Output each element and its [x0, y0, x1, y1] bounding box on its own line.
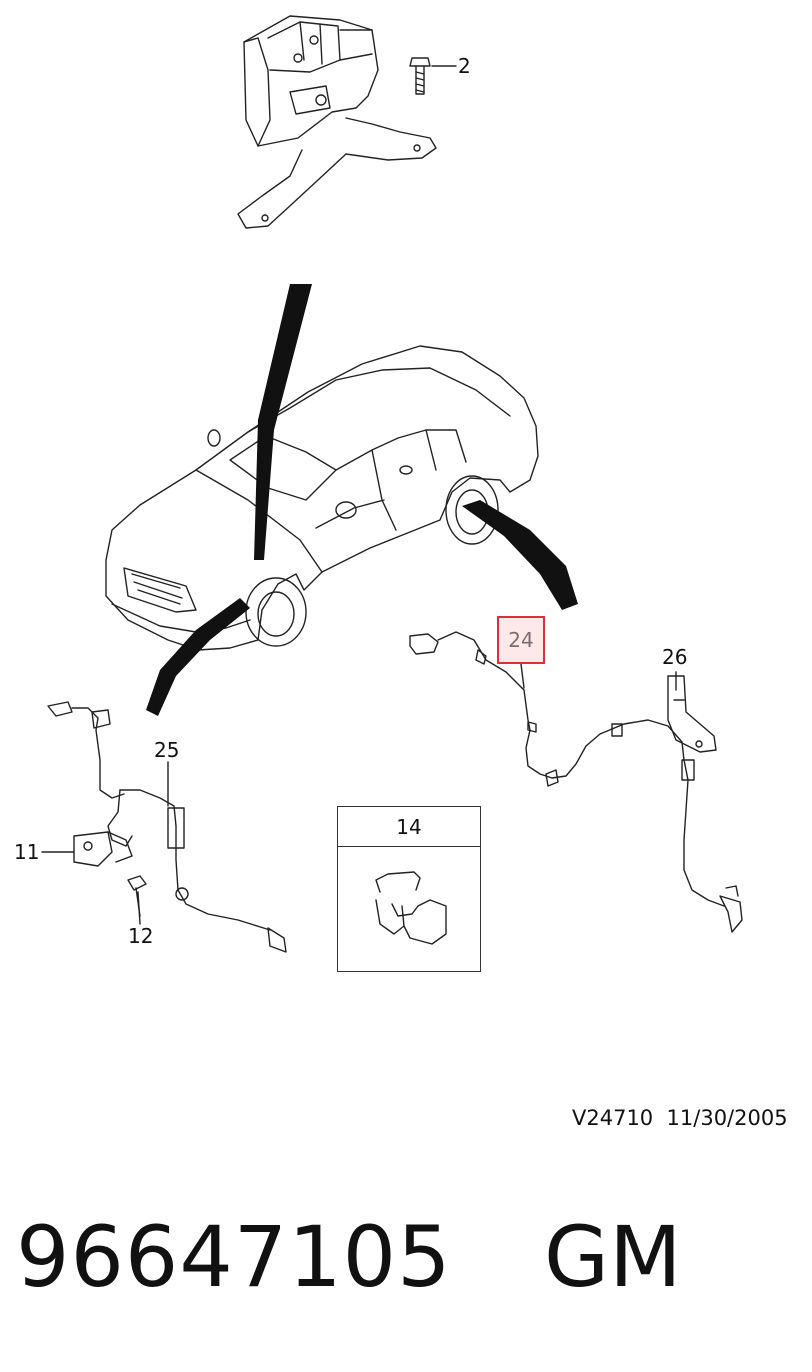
callout-25: 25 — [154, 738, 180, 762]
leader-line-12 — [137, 891, 141, 925]
callout-2: 2 — [458, 54, 471, 78]
clip-part-14 — [375, 871, 447, 945]
bolt-part-2 — [409, 57, 431, 95]
abs-modulator-unit — [237, 15, 437, 229]
bolt-part-12 — [127, 875, 147, 917]
reference-date: 11/30/2005 — [666, 1106, 788, 1130]
rear-wheel-speed-sensor-harness-part-24 — [409, 631, 743, 933]
pointer-arrow-rear-sensor — [462, 500, 578, 610]
callout-12: 12 — [128, 924, 154, 948]
leader-line-24 — [520, 663, 525, 689]
inset-box-part-14: 14 — [337, 806, 481, 972]
callout-24-highlighted[interactable]: 24 — [497, 616, 545, 664]
reference-code: V24710 11/30/2005 — [572, 1106, 788, 1130]
callout-26: 26 — [662, 645, 688, 669]
reference-id: V24710 — [572, 1106, 654, 1130]
sensor-bracket-part-11 — [73, 831, 133, 867]
pointer-arrow-front-sensor — [146, 598, 250, 716]
brand-name: GM — [544, 1208, 682, 1306]
vehicle-outline — [105, 345, 539, 651]
pointer-arrow-abs — [254, 284, 312, 560]
callout-14: 14 — [338, 807, 480, 847]
bracket-part-26 — [667, 675, 717, 753]
part-number: 96647105 — [16, 1208, 452, 1306]
callout-11: 11 — [14, 840, 40, 864]
